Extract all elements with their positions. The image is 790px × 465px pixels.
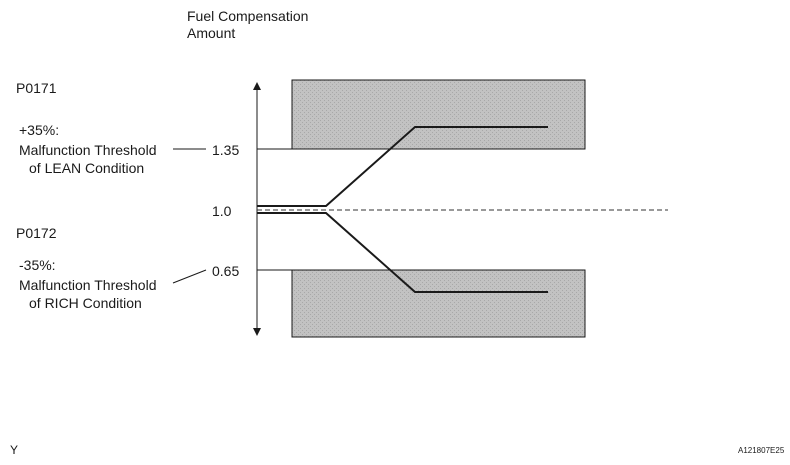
lean-desc-line1: Malfunction Threshold (19, 142, 157, 158)
chart-title-line2: Amount (187, 25, 236, 41)
rich-malfunction-zone (291, 269, 586, 338)
rich-desc-line1: Malfunction Threshold (19, 277, 157, 293)
figure-id: A121807E25 (738, 446, 785, 455)
lean-malfunction-zone (291, 79, 586, 150)
corner-mark: Y (10, 443, 19, 457)
rich-desc-line2: of RICH Condition (29, 295, 142, 311)
rich-percent: -35%: (19, 257, 56, 273)
lean-threshold-value: 1.35 (212, 142, 240, 158)
chart-title-line1: Fuel Compensation (187, 8, 309, 24)
lean-desc-line2: of LEAN Condition (29, 160, 145, 176)
lean-dtc-code: P0171 (16, 80, 57, 96)
lean-percent: +35%: (19, 122, 60, 138)
baseline-value: 1.0 (212, 203, 232, 219)
rich-compensation-curve (257, 212, 548, 293)
rich-threshold-value: 0.65 (212, 263, 240, 279)
lean-compensation-curve (257, 126, 548, 207)
rich-dtc-code: P0172 (16, 225, 57, 241)
rich-leader-line (172, 269, 207, 284)
